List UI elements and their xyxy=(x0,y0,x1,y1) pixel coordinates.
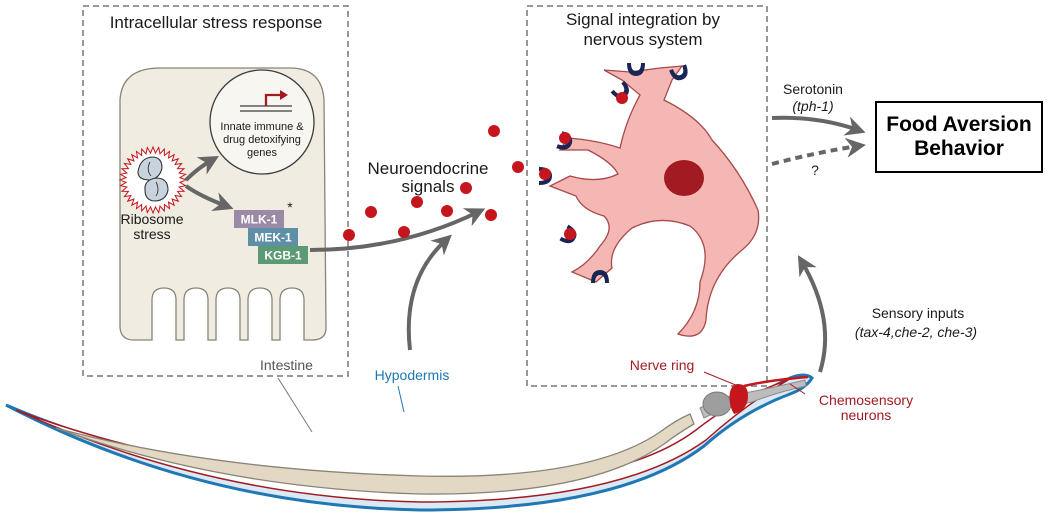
behavior-box xyxy=(875,101,1043,173)
neuron-nucleus xyxy=(664,160,704,196)
mlk1-label: MLK-1 xyxy=(241,213,278,227)
integration-panel-frame xyxy=(526,5,768,387)
signal-molecule-icon xyxy=(616,92,628,104)
signal-molecule-icon xyxy=(365,206,377,218)
mek1-box xyxy=(248,228,298,246)
chemosensory-label-line1: Chemosensory xyxy=(819,392,913,408)
nucleus xyxy=(209,69,315,175)
bound-signals xyxy=(539,92,628,240)
nerve-ring-leader xyxy=(703,371,739,387)
nerve-ring xyxy=(729,384,748,414)
receptor-icon xyxy=(627,63,645,76)
stress-panel-title: Intracellular stress response xyxy=(110,13,323,32)
kgb1-box xyxy=(258,246,308,264)
signal-molecule-icon xyxy=(559,132,571,144)
receptor-icon xyxy=(591,270,609,283)
behavior-line1: Food Aversion xyxy=(886,113,1031,136)
sensory-label: Sensory inputs xyxy=(872,305,965,321)
signal-arrow xyxy=(309,208,486,252)
pharynx-bulb xyxy=(702,391,732,417)
receptor-icon xyxy=(669,64,688,81)
signal-molecule-icon xyxy=(564,228,576,240)
signal-molecule-icon xyxy=(398,226,410,238)
gene-label-line1: Innate immune & xyxy=(220,121,304,133)
signal-molecule-icon xyxy=(343,229,355,241)
hypodermis-arrow xyxy=(406,234,452,351)
signal-molecule-icon xyxy=(485,209,497,221)
signal-molecule-icon xyxy=(539,168,551,180)
chemosensory-leader xyxy=(789,383,806,395)
unknown-pathway-label: ? xyxy=(811,162,819,178)
chemosensory-label-line2: neurons xyxy=(841,407,892,423)
kgb1-label: KGB-1 xyxy=(264,249,302,263)
mlk1-box xyxy=(234,210,284,228)
chemosensory-neurons xyxy=(743,375,809,388)
integration-title-line1: Signal integration by xyxy=(566,10,721,29)
signal-molecules xyxy=(343,125,524,241)
sensory-arrow xyxy=(797,255,828,373)
signal-molecule-icon xyxy=(411,196,423,208)
neuron-cell xyxy=(548,65,760,337)
serotonin-gene: (tph-1) xyxy=(792,98,833,114)
mek1-label: MEK-1 xyxy=(254,231,292,245)
stress-panel-frame xyxy=(82,5,349,377)
ribosome-to-genes-arrow xyxy=(184,156,219,182)
signal-molecule-icon xyxy=(512,161,524,173)
ribosome-icon xyxy=(118,145,188,215)
promoter-arrow-icon xyxy=(240,90,292,112)
hypodermis-label: Hypodermis xyxy=(375,367,450,383)
gene-label-line3: genes xyxy=(247,147,277,159)
ribosome-label-line2: stress xyxy=(133,226,170,242)
ribosome-label-line1: Ribosome xyxy=(120,211,183,227)
nerve-ring-label: Nerve ring xyxy=(630,357,695,373)
serotonin-arrow xyxy=(771,115,866,136)
behavior-line2: Behavior xyxy=(914,137,1004,160)
integration-title-line2: nervous system xyxy=(583,30,702,49)
signal-molecule-icon xyxy=(441,205,453,217)
signals-label-line1: Neuroendocrine xyxy=(368,159,489,178)
sensory-genes: (tax-4,che-2, che-3) xyxy=(855,324,977,340)
signal-molecule-icon xyxy=(460,182,472,194)
gene-label-line2: drug detoxifying xyxy=(223,134,301,146)
intestine-leader xyxy=(277,377,313,433)
hypodermis-leader xyxy=(397,385,405,413)
phospho-asterisk: * xyxy=(287,199,293,215)
serotonin-label: Serotonin xyxy=(783,81,843,97)
signals-label-line2: signals xyxy=(402,177,455,196)
intestine-label: Intestine xyxy=(260,357,313,373)
intestine-tube xyxy=(55,413,695,495)
signal-molecule-icon xyxy=(488,125,500,137)
ribosome-to-mapk-arrow xyxy=(184,184,234,212)
